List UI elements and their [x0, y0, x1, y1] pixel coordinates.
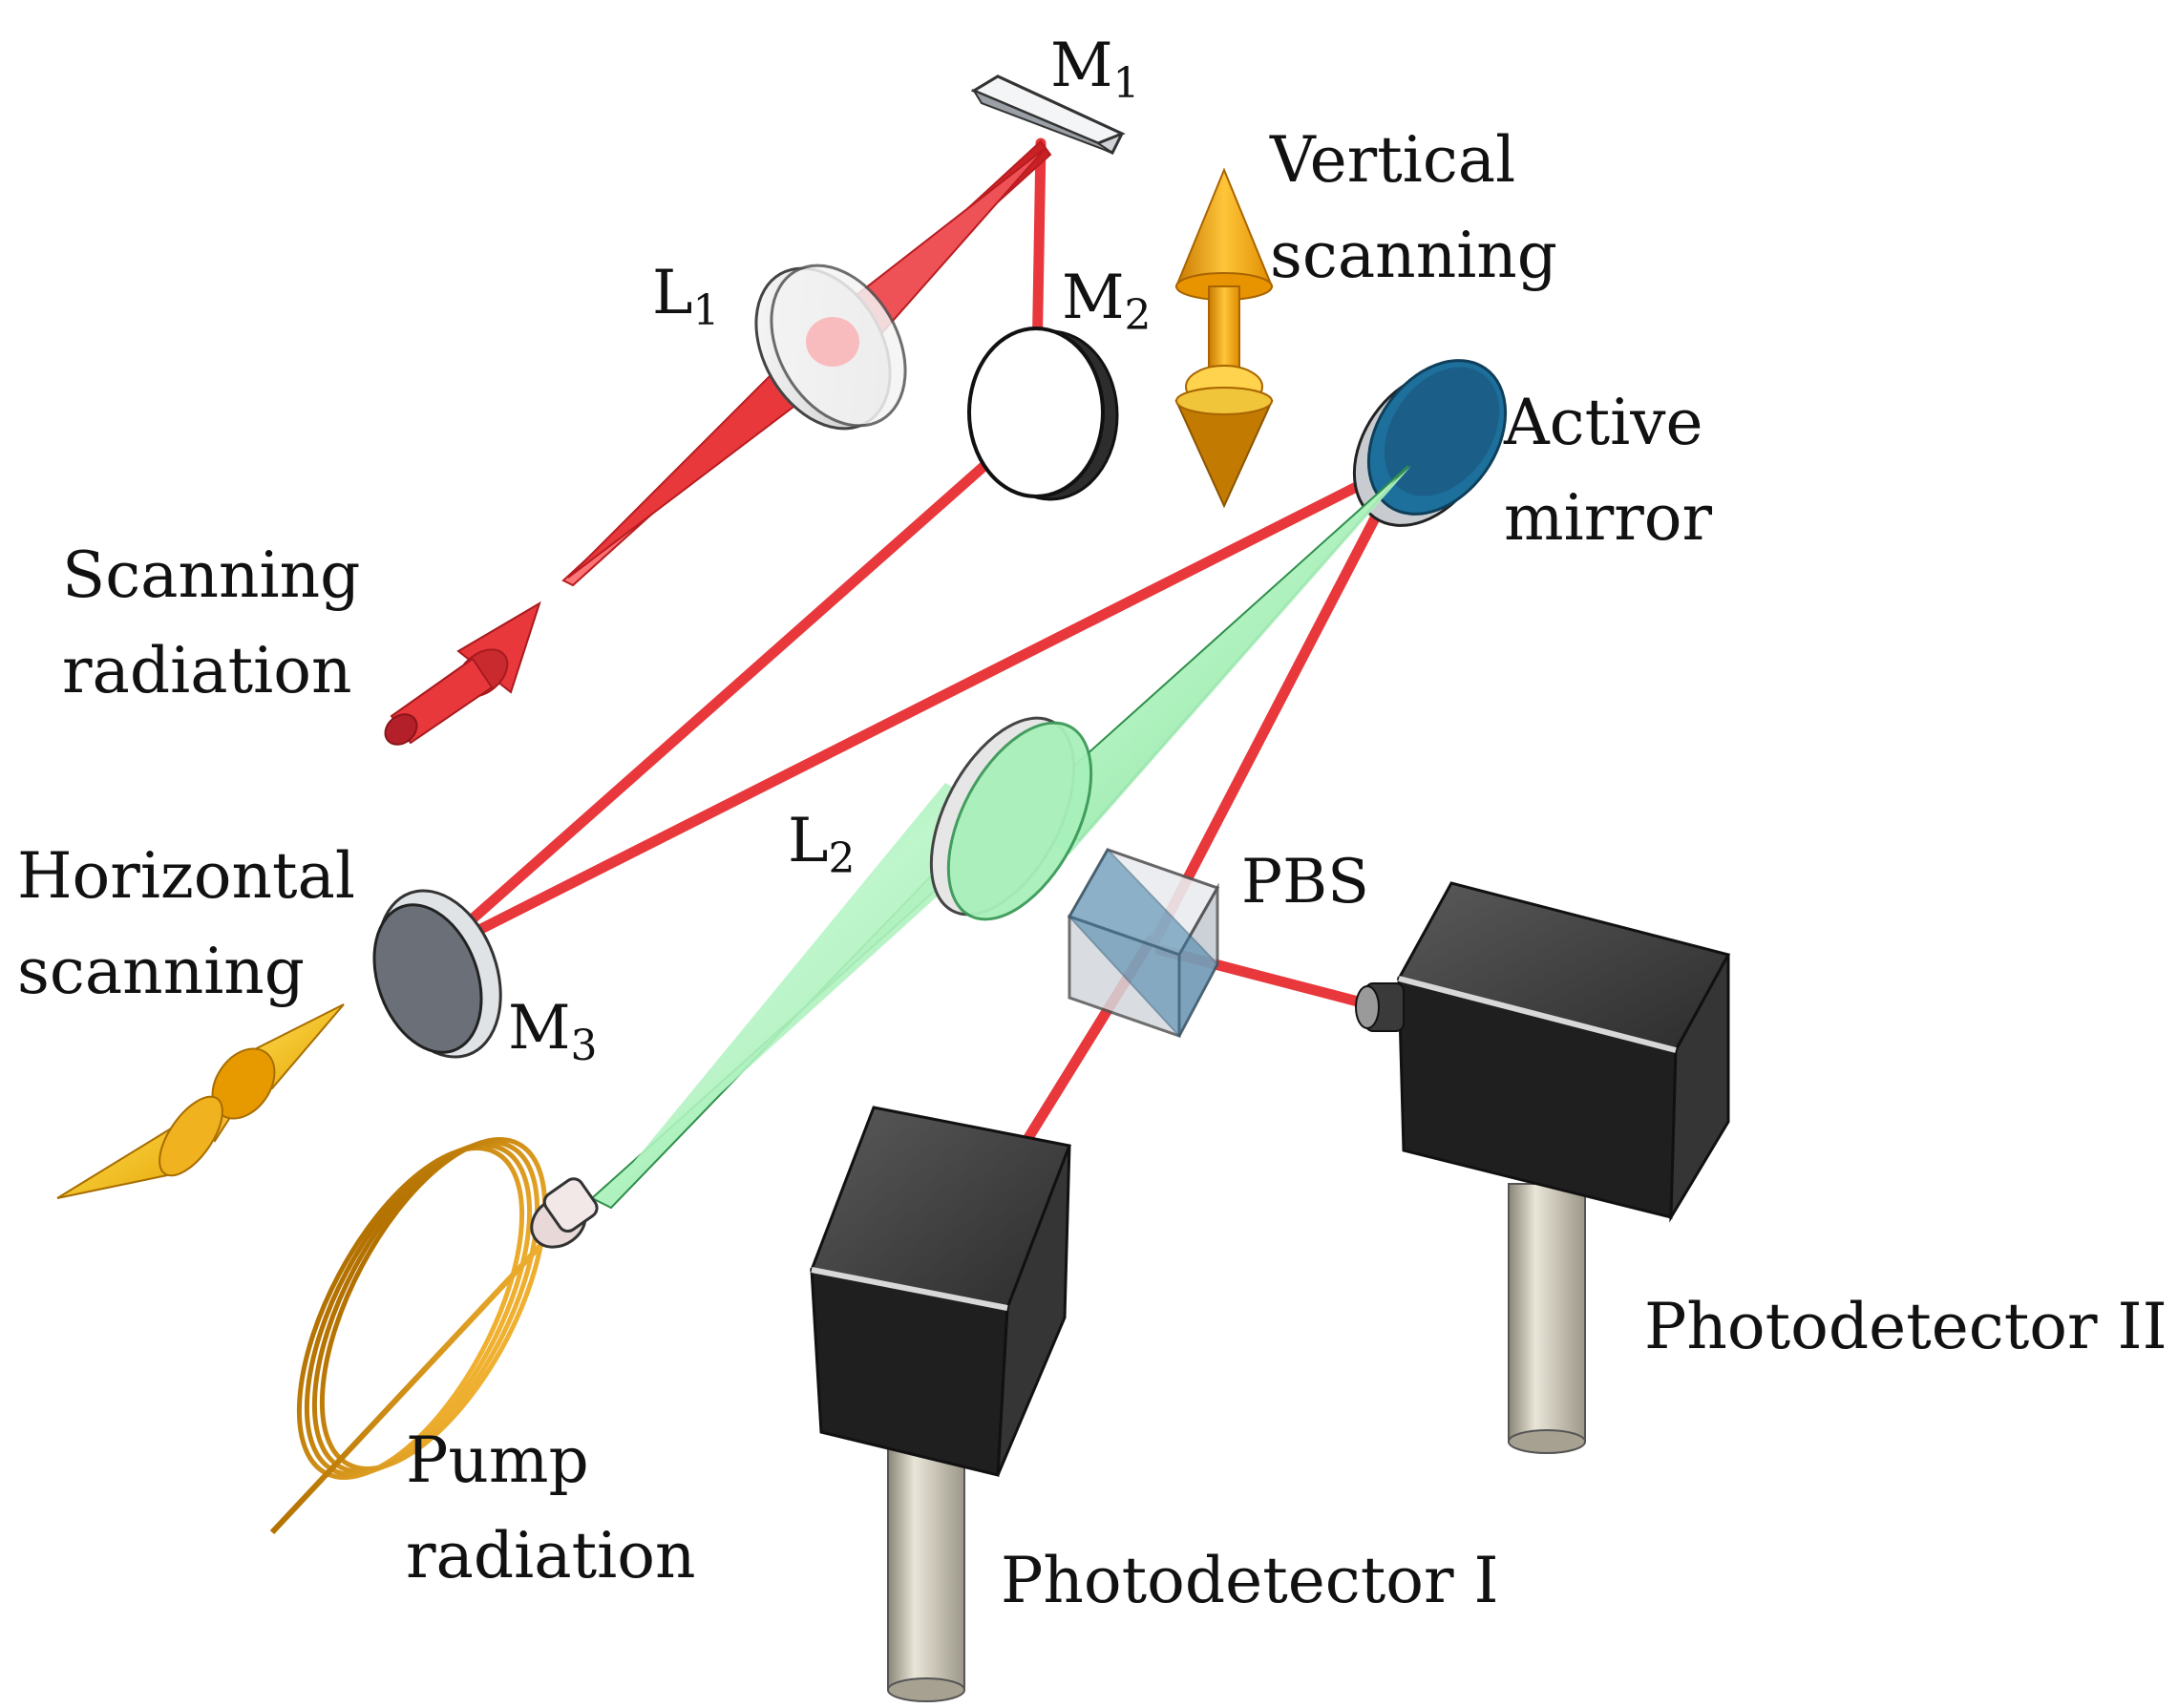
pbs-cube — [1067, 848, 1220, 1039]
mirror-m1 — [970, 74, 1126, 155]
collimator — [530, 1177, 599, 1249]
vertical-scanning-arrow-icon — [1174, 167, 1274, 509]
label-m3: M3 — [508, 993, 598, 1070]
label-pump-radiation: Pump radiation — [406, 1423, 695, 1592]
mirror-m2 — [967, 327, 1119, 501]
label-active-mirror: Active mirror — [1503, 386, 1723, 555]
label-l1: L1 — [652, 258, 720, 335]
label-m2: M2 — [1062, 263, 1152, 340]
labels: M1 L1 M2 Vertical scanning Active mirror… — [17, 31, 2167, 1617]
label-scanning-radiation: Scanning radiation — [62, 538, 380, 707]
lens-l1 — [754, 264, 907, 431]
label-l2: L2 — [788, 806, 856, 883]
label-photodetector-1: Photodetector I — [1001, 1544, 1499, 1617]
mirror-m3 — [372, 889, 502, 1059]
lens-l2 — [929, 716, 1093, 921]
horizontal-scanning-arrow-icon — [56, 1003, 345, 1199]
photodetector-1 — [809, 1106, 1072, 1702]
label-horizontal-scanning: Horizontal scanning — [17, 839, 375, 1008]
label-m1: M1 — [1050, 31, 1140, 108]
label-vertical-scanning: Vertical scanning — [1269, 123, 1557, 292]
label-photodetector-2: Photodetector II — [1644, 1290, 2167, 1363]
label-pbs: PBS — [1241, 847, 1369, 917]
photodetector-2 — [1355, 881, 1731, 1454]
scanning-radiation-arrow-icon — [384, 601, 541, 746]
fiber-coil — [269, 1137, 552, 1535]
